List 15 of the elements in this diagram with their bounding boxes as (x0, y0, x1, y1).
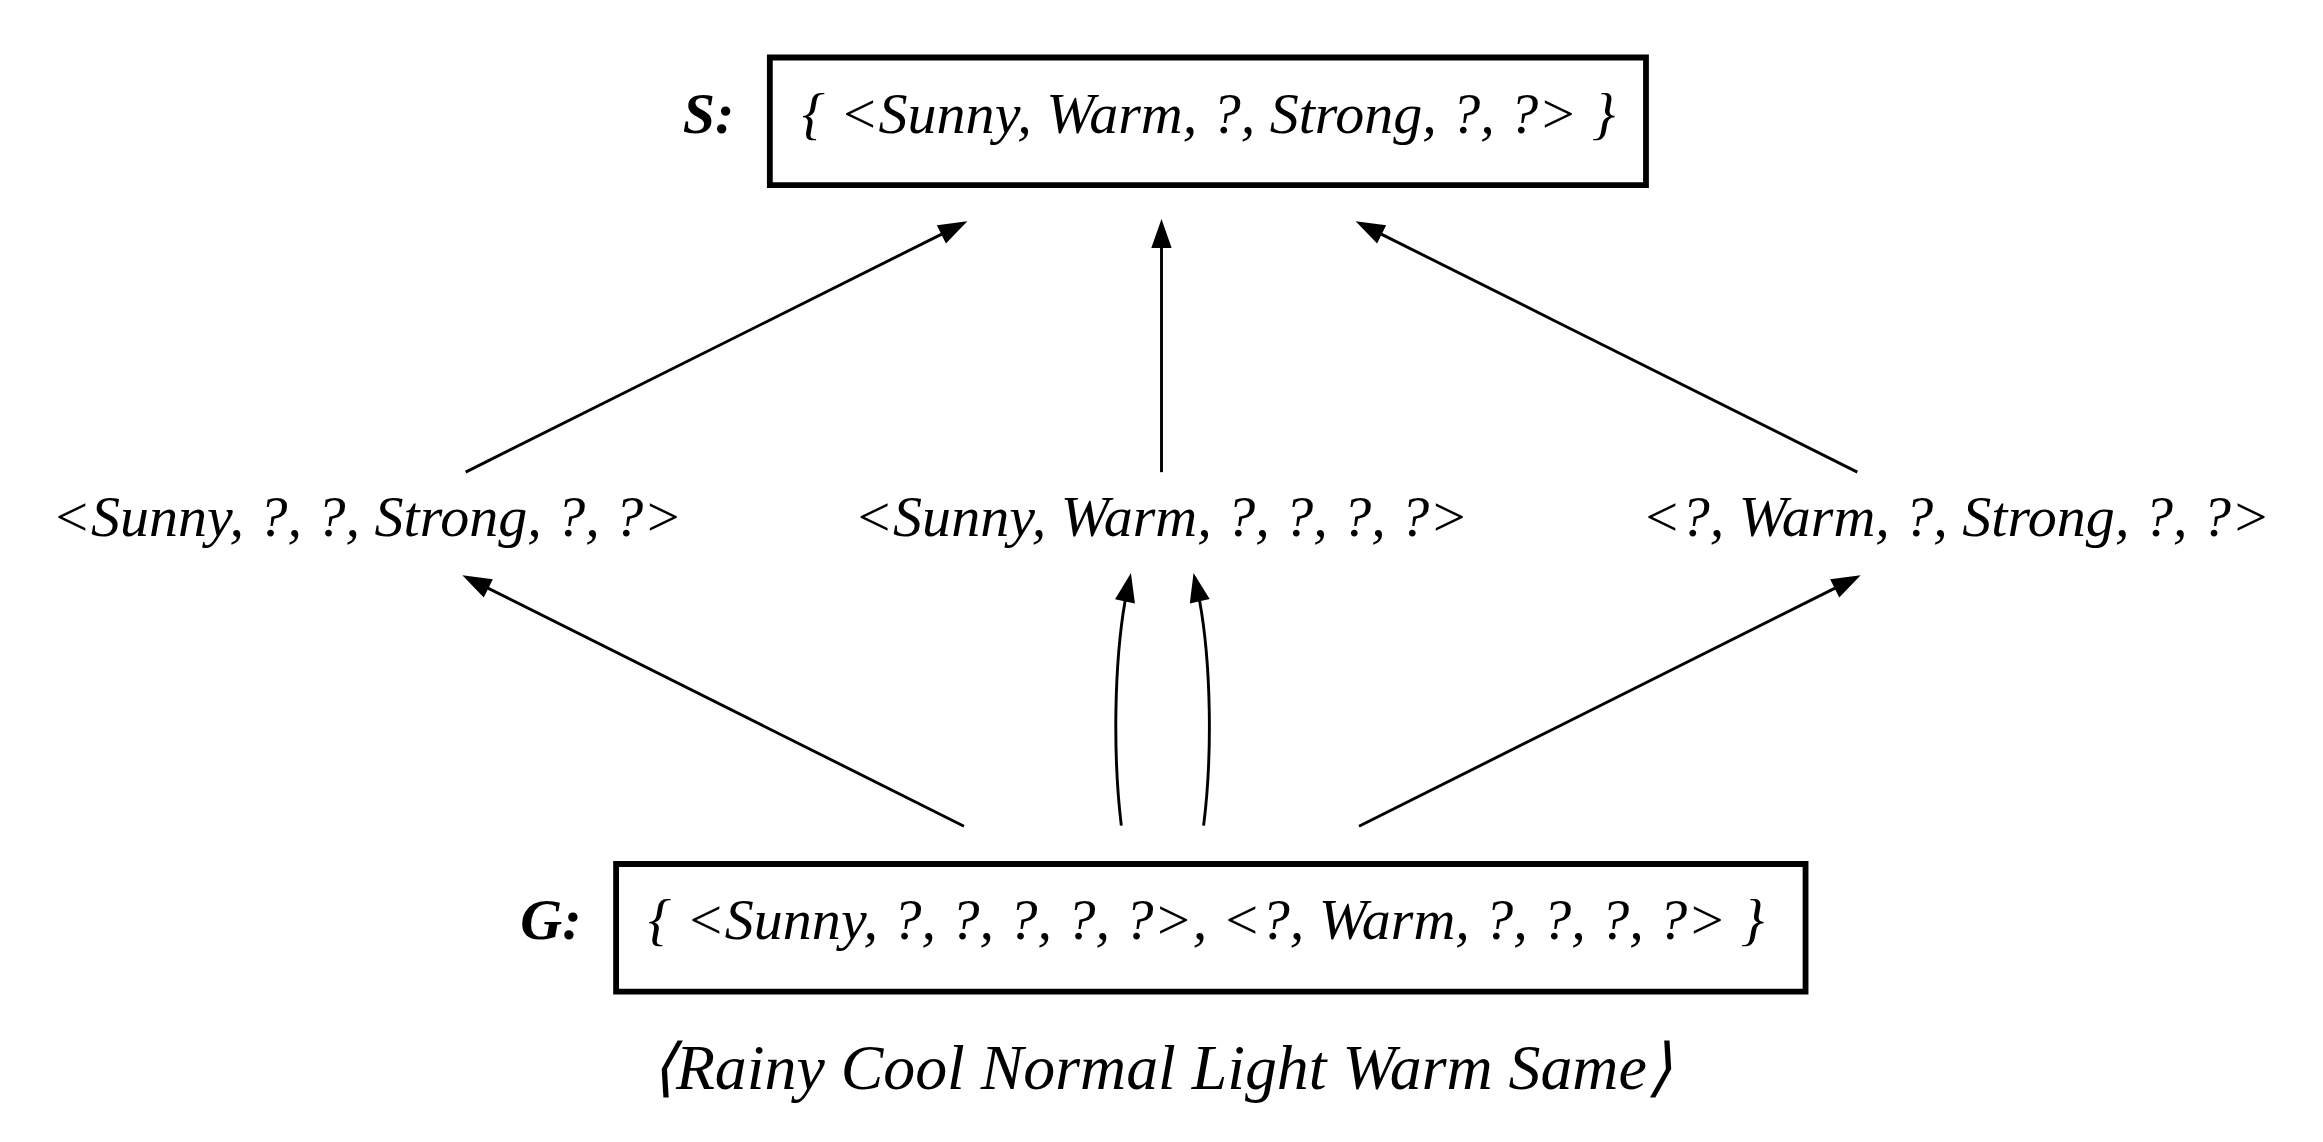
arrow (1189, 572, 1211, 826)
node-box: { <Sunny, Warm, ?, Strong, ?, ?> } (766, 54, 1649, 189)
node-box: { <Sunny, ?, ?, ?, ?, ?>, <?, Warm, ?, ?, ?, ?> } (613, 861, 1809, 995)
arrow (1358, 575, 1861, 828)
node-text: <Sunny, ?, ?, Strong, ?, ?> (51, 484, 683, 550)
caption: ⟨Rainy Cool Normal Light Warm Same⟩ (650, 1032, 1672, 1104)
arrow (462, 575, 965, 828)
arrow (1151, 218, 1172, 473)
node-label: S: (682, 80, 735, 146)
arrow (1355, 221, 1858, 474)
node-text: <Sunny, Warm, ?, ?, ?, ?> (853, 484, 1469, 550)
node-label: G: (520, 887, 582, 953)
arrow (1114, 572, 1135, 826)
arrow (465, 221, 968, 474)
node-text: <?, Warm, ?, Strong, ?, ?> (1641, 484, 2271, 550)
